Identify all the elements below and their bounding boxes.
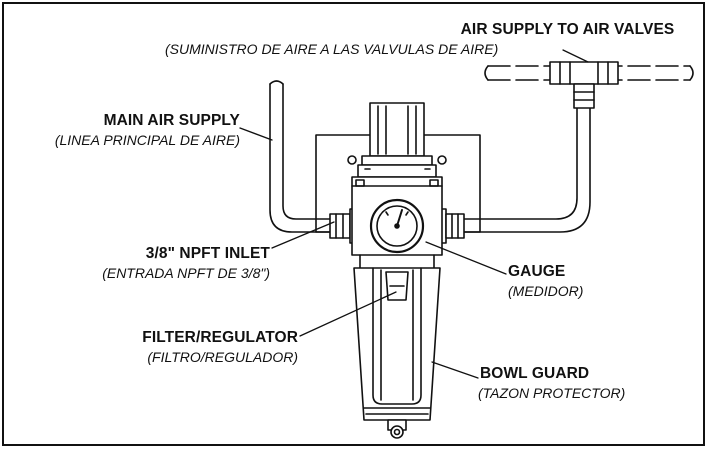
regulator-knob <box>347 102 447 178</box>
drain-valve <box>387 419 407 439</box>
diagram-frame <box>2 2 705 446</box>
leader-inlet <box>271 221 335 249</box>
bowl-guard <box>353 267 441 421</box>
pressure-gauge <box>369 198 425 254</box>
bowl-guard-title: BOWL GUARD <box>480 365 590 382</box>
inlet-title: 3/8" NPFT INLET <box>145 245 270 262</box>
filter-regulator-subtitle: (FILTRO/REGULADOR) <box>147 349 298 365</box>
filter-regulator-title: FILTER/REGULATOR <box>142 329 298 346</box>
air-valves-title: AIR SUPPLY TO AIR VALVES <box>460 21 675 38</box>
leader-air-valves <box>562 49 589 63</box>
main-air-supply-pipe <box>269 80 335 233</box>
leader-bowl-guard <box>431 361 479 379</box>
inlet-subtitle: (ENTRADA NPFT DE 3/8") <box>102 265 270 281</box>
leader-lines <box>239 49 589 379</box>
bowl-guard-subtitle: (TAZON PROTECTOR) <box>478 385 626 401</box>
gauge-title: GAUGE <box>508 263 566 280</box>
leader-gauge <box>425 241 507 275</box>
main-air-title: MAIN AIR SUPPLY <box>103 112 240 129</box>
air-valve-supply-pipe <box>461 107 591 233</box>
leader-main-air <box>239 127 273 141</box>
main-air-subtitle: (LINEA PRINCIPAL DE AIRE) <box>54 132 240 148</box>
air-valves-subtitle: (SUMINISTRO DE AIRE A LAS VALVULAS DE AI… <box>165 41 499 57</box>
gauge-subtitle: (MEDIDOR) <box>508 283 584 299</box>
air-header-pipe <box>484 61 694 109</box>
leader-filter-regulator <box>299 291 397 337</box>
